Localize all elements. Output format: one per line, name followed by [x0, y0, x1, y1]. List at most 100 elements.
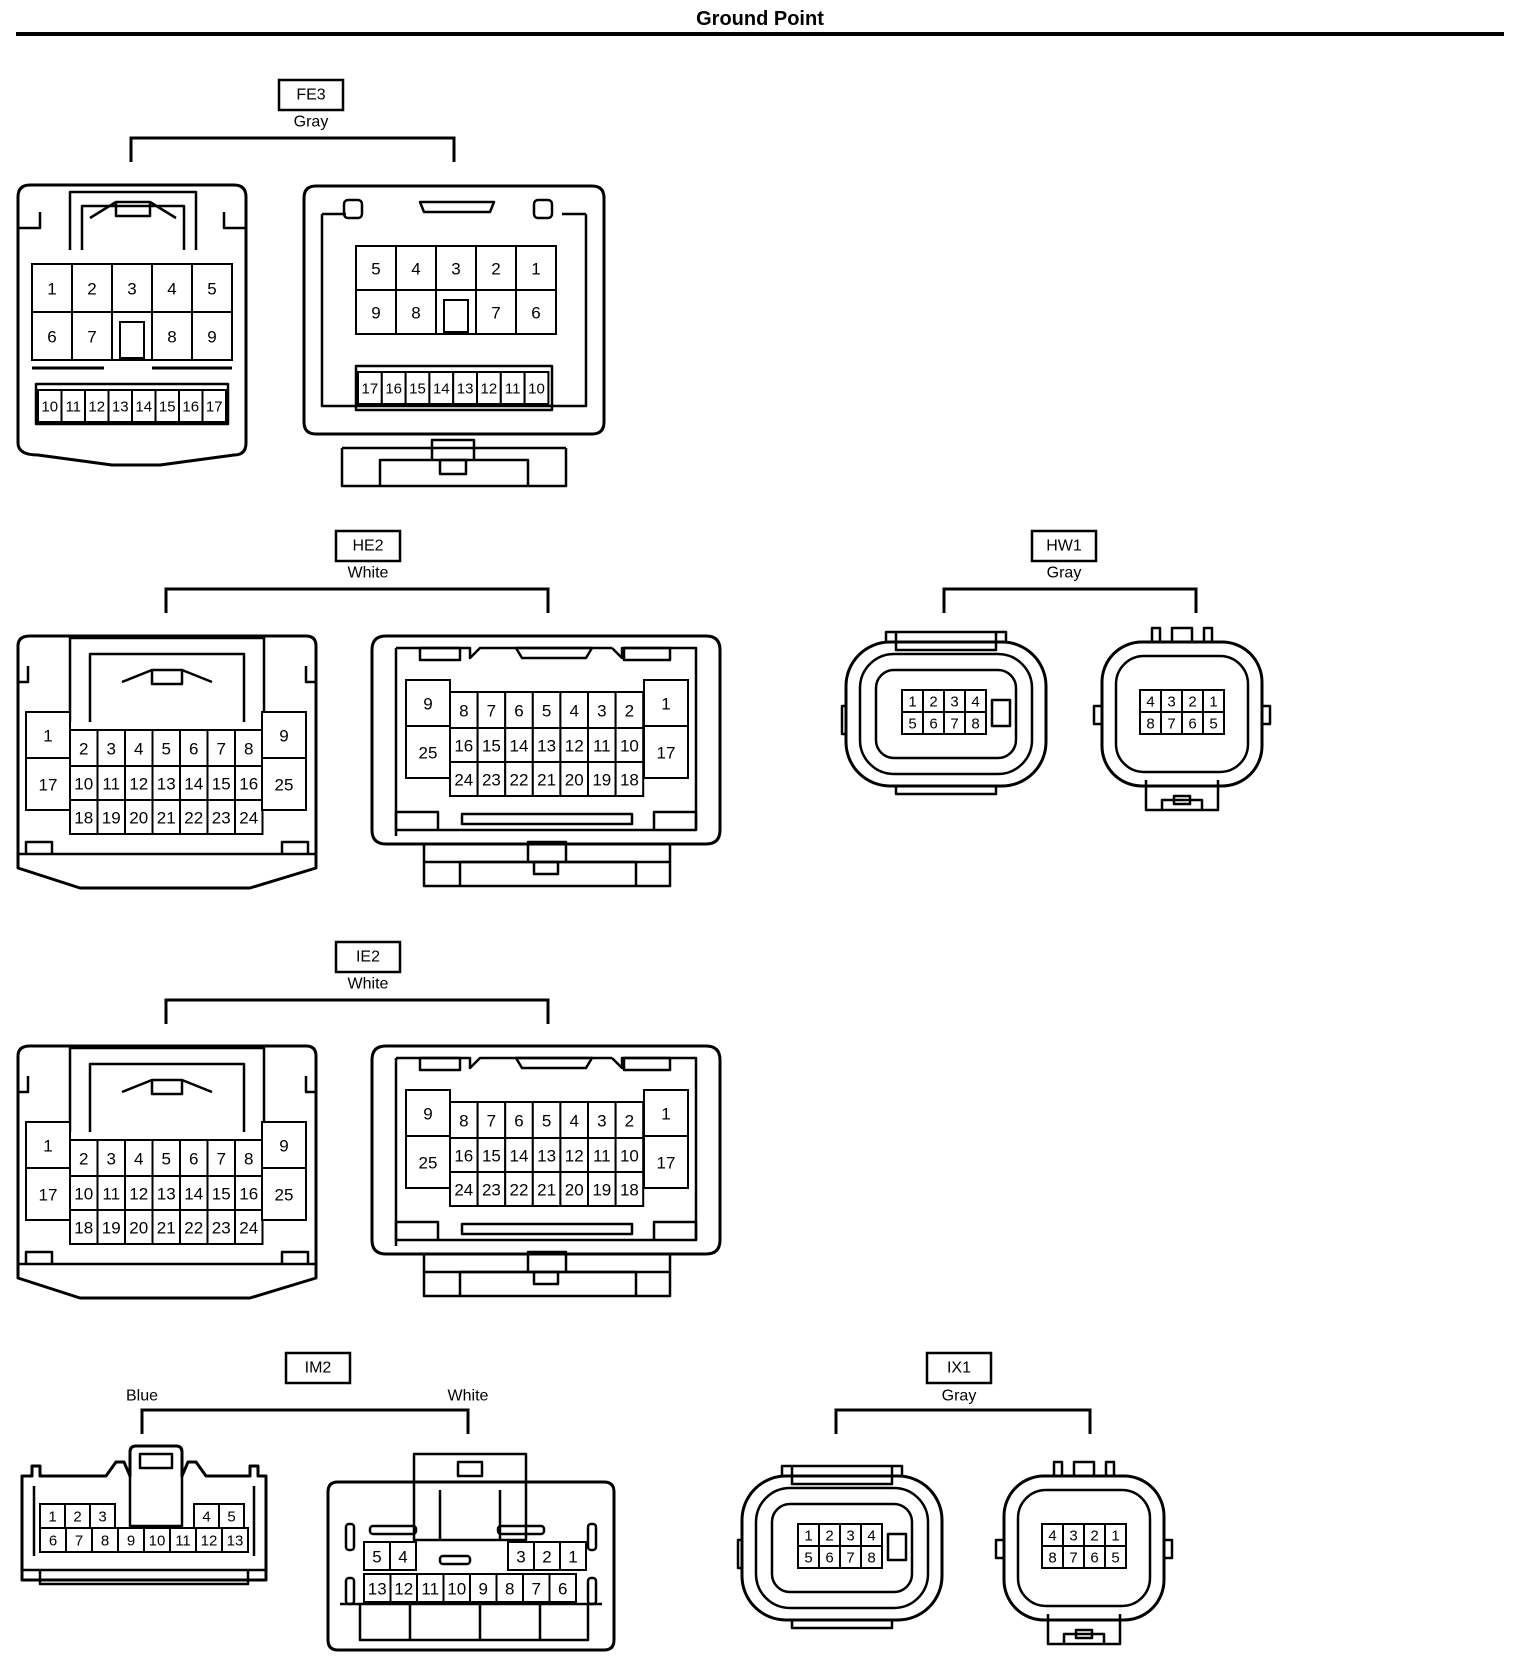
pin-number: 14 [433, 381, 450, 398]
pin-number: 2 [929, 694, 937, 711]
pin-cell: 1 [515, 245, 557, 291]
pin-cell: 24 [234, 799, 264, 835]
pin-cell: 13 [221, 1527, 249, 1553]
pin-cell: 10 [523, 371, 550, 405]
page-title: Ground Point [696, 8, 824, 30]
pin-number: 7 [1069, 1550, 1077, 1567]
pin-number: 17 [657, 1154, 676, 1173]
pin-cell: 8 [234, 1139, 264, 1177]
pin-cell: 2 [922, 689, 945, 713]
pin-number: 10 [620, 737, 639, 756]
pin-number: 12 [565, 1147, 584, 1166]
pin-number: 2 [73, 1509, 81, 1526]
connector-bracket [129, 136, 456, 162]
pin-number: 1 [48, 1509, 56, 1526]
pin-number: 5 [162, 1150, 171, 1169]
pin-number: 15 [409, 381, 426, 398]
pin-number: 22 [510, 1181, 529, 1200]
pin-cell: 9 [191, 311, 233, 361]
pin-number: 25 [419, 1154, 438, 1173]
pin-cell: 7 [206, 729, 236, 767]
pin-cell: 10 [69, 765, 99, 801]
connector-color: Gray [942, 1388, 977, 1405]
pin-number: 3 [451, 260, 460, 279]
pin-number: 15 [482, 737, 501, 756]
pin-cell: 3 [1160, 689, 1183, 713]
pin-cell: 18 [69, 1209, 99, 1245]
pin-number: 12 [88, 399, 105, 416]
connector-code: IE2 [356, 949, 380, 966]
pin-number: 6 [49, 1533, 57, 1550]
pin-number: 3 [846, 1528, 854, 1545]
pin-cell: 6 [1083, 1545, 1106, 1569]
pin-cell: 6 [515, 289, 557, 335]
pin-number: 6 [531, 304, 540, 323]
pin-number: 2 [87, 280, 96, 299]
pin-number: 14 [135, 399, 152, 416]
connector-code-box [925, 1351, 993, 1385]
pin-number: 24 [454, 1181, 473, 1200]
pin-cell: 17 [643, 725, 689, 779]
pin-cell: 3 [587, 1101, 617, 1139]
pin-cell: 10 [143, 1527, 171, 1553]
pin-cell: 18 [614, 761, 645, 797]
pin-number: 11 [593, 1147, 611, 1166]
pin-number: 11 [65, 399, 81, 416]
pin-cell: 5 [1104, 1545, 1127, 1569]
pin-number: 6 [1090, 1550, 1098, 1567]
pin-number: 14 [510, 737, 529, 756]
pin-number: 12 [481, 381, 498, 398]
pin-cell: 1 [797, 1523, 820, 1547]
pin-cell: 6 [504, 691, 534, 729]
pin-number: 23 [482, 1181, 501, 1200]
pin-cell: 2 [71, 263, 113, 313]
pin-cell: 5 [531, 1101, 562, 1139]
pin-cell: 7 [839, 1545, 862, 1569]
connector-color: Gray [294, 114, 329, 131]
pin-number: 16 [385, 381, 402, 398]
connector-color-white: White [448, 1388, 489, 1405]
pin-number: 12 [565, 737, 584, 756]
pin-number: 13 [368, 1580, 387, 1599]
pin-cell: 8 [860, 1545, 883, 1569]
pin-cell: 8 [1041, 1545, 1064, 1569]
connector-color: White [348, 565, 389, 582]
pin-number: 17 [362, 381, 379, 398]
pin-number: 7 [491, 304, 500, 323]
pin-cell: 10 [37, 389, 63, 423]
pin-number: 11 [593, 737, 611, 756]
pin-cell: 9 [355, 289, 397, 335]
pin-cell: 2 [818, 1523, 841, 1547]
pin-number: 20 [129, 1219, 148, 1238]
pin-number: 19 [592, 771, 611, 790]
pin-number: 2 [625, 702, 634, 721]
pin-cell: 23 [206, 799, 236, 835]
pin-cell: 14 [131, 389, 157, 423]
pin-cell: 20 [559, 761, 590, 797]
pin-cell: 7 [475, 289, 517, 335]
pin-cell: 4 [1041, 1523, 1064, 1547]
pin-number: 24 [239, 809, 258, 828]
pin-cell: 21 [531, 1171, 562, 1207]
pin-number: 15 [212, 1185, 231, 1204]
pin-number: 12 [129, 775, 148, 794]
pin-cell: 8 [449, 691, 479, 729]
pin-number: 8 [459, 1112, 468, 1131]
pin-number: 1 [804, 1528, 812, 1545]
pin-number: 7 [532, 1580, 541, 1599]
pin-number: 1 [661, 1105, 670, 1124]
pin-cell: 4 [395, 245, 437, 291]
pin-cell: 3 [1062, 1523, 1085, 1547]
pin-number: 18 [620, 1181, 639, 1200]
connector-bracket [164, 998, 550, 1024]
pin-cell: 15 [206, 1175, 236, 1211]
pin-cell: 20 [124, 799, 154, 835]
connector-code-box [277, 78, 345, 112]
pin-cell: 22 [179, 799, 209, 835]
